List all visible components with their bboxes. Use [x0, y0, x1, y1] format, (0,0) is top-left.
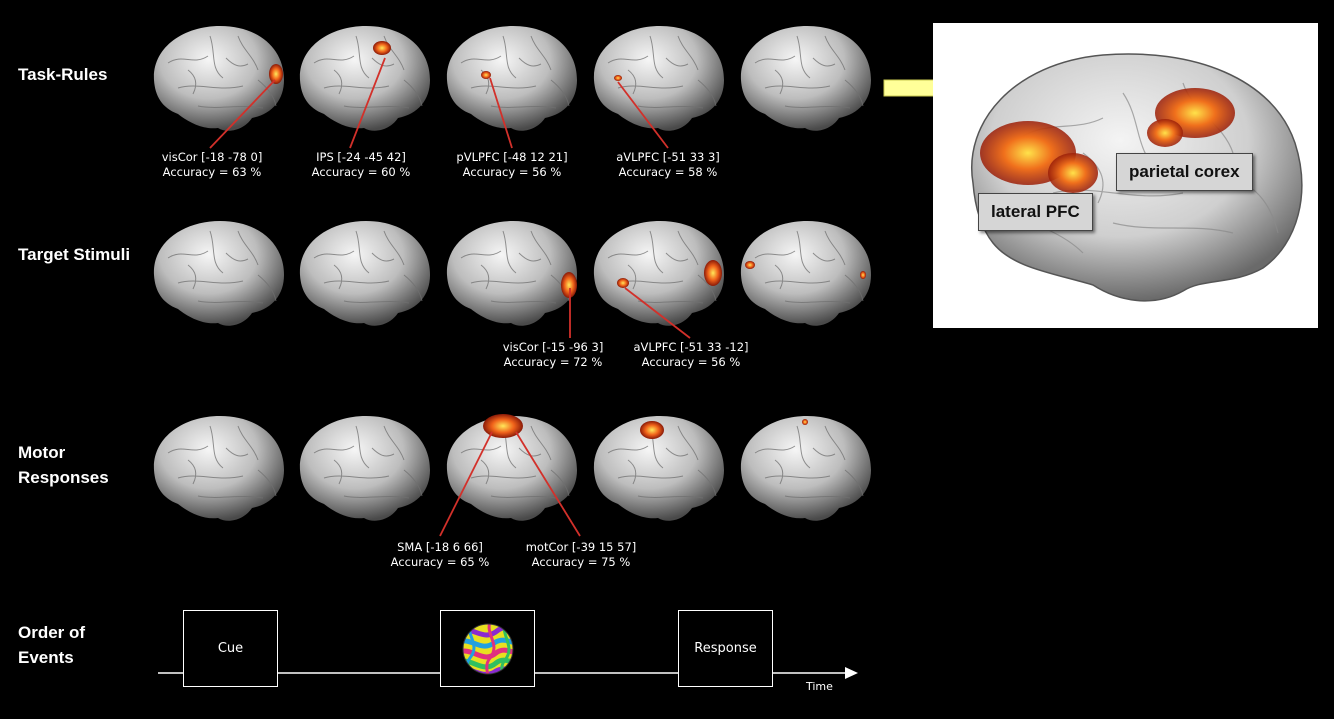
annotation-region: aVLPFC [-51 33 3] [616, 150, 720, 164]
annotation-accuracy: Accuracy = 72 % [503, 355, 603, 369]
annotation-accuracy: Accuracy = 60 % [311, 165, 411, 179]
response-label: Response [694, 641, 757, 656]
row-label-order-of-events: Order of Events [18, 623, 86, 667]
brain-thumbnail [153, 416, 284, 521]
activation-blob [373, 41, 391, 55]
activation-blob [269, 64, 283, 84]
stimulus-event-box [440, 610, 535, 687]
annotation-accuracy: Accuracy = 56 % [641, 355, 741, 369]
cue-event-box: Cue [183, 610, 278, 687]
annotation-accuracy: Accuracy = 56 % [462, 165, 562, 179]
row-label-target-stimuli: Target Stimuli [18, 245, 131, 264]
response-event-box: Response [678, 610, 773, 687]
annotation-sma: SMA [-18 6 66] Accuracy = 65 % [391, 540, 490, 570]
annotation-accuracy: Accuracy = 75 % [531, 555, 631, 569]
time-axis-label: Time [806, 680, 833, 693]
activation-blob [561, 272, 577, 298]
activation-blob [640, 421, 664, 439]
annotation-accuracy: Accuracy = 63 % [162, 165, 262, 179]
activation-blob [704, 260, 722, 286]
annotation-accuracy: Accuracy = 58 % [618, 165, 718, 179]
brain-thumbnail [299, 221, 430, 326]
annotation-region: visCor [-15 -96 3] [502, 340, 604, 354]
annotation-region: pVLPFC [-48 12 21] [456, 150, 568, 164]
enlarged-brain-panel: parietal corex lateral PFC [933, 23, 1318, 328]
activation-blob [860, 271, 866, 279]
brain-thumbnail [740, 26, 871, 131]
stimulus-pattern-icon [462, 623, 513, 674]
annotation-avlpfc-rules: aVLPFC [-51 33 3] Accuracy = 58 % [616, 150, 720, 180]
brain-thumbnail [153, 221, 284, 326]
activation-blob [483, 414, 523, 438]
annotation-viscor-stimuli: visCor [-15 -96 3] Accuracy = 72 % [503, 340, 604, 370]
row-label-task-rules: Task-Rules [18, 65, 108, 84]
row-label-motor-responses: Motor Responses [18, 443, 109, 487]
brain-thumbnail [446, 221, 577, 326]
activation-blob [745, 261, 755, 269]
cue-label: Cue [217, 641, 244, 656]
annotation-motcor: motCor [-39 15 57] Accuracy = 75 % [526, 540, 637, 570]
activation-blob [802, 419, 808, 425]
annotation-region: aVLPFC [-51 33 -12] [633, 340, 749, 354]
annotation-viscor-rules: visCor [-18 -78 0] Accuracy = 63 % [162, 150, 263, 180]
brain-thumbnail [740, 221, 871, 326]
lateral-pfc-label: lateral PFC [978, 193, 1093, 231]
annotation-region: IPS [-24 -45 42] [316, 150, 406, 164]
annotation-region: motCor [-39 15 57] [525, 540, 637, 554]
parietal-cortex-label: parietal corex [1116, 153, 1253, 191]
annotation-avlpfc-stimuli: aVLPFC [-51 33 -12] Accuracy = 56 % [633, 340, 748, 370]
activation-blob [481, 71, 491, 79]
annotation-region: SMA [-18 6 66] [397, 540, 483, 554]
brain-thumbnail [299, 416, 430, 521]
annotation-region: visCor [-18 -78 0] [161, 150, 263, 164]
annotation-ips: IPS [-24 -45 42] Accuracy = 60 % [312, 150, 411, 180]
activation-blob [617, 278, 629, 288]
brain-thumbnail [593, 416, 724, 521]
annotation-accuracy: Accuracy = 65 % [390, 555, 490, 569]
annotation-pvlpfc: pVLPFC [-48 12 21] Accuracy = 56 % [456, 150, 567, 180]
activation-blob [614, 75, 622, 81]
brain-thumbnail [740, 416, 871, 521]
